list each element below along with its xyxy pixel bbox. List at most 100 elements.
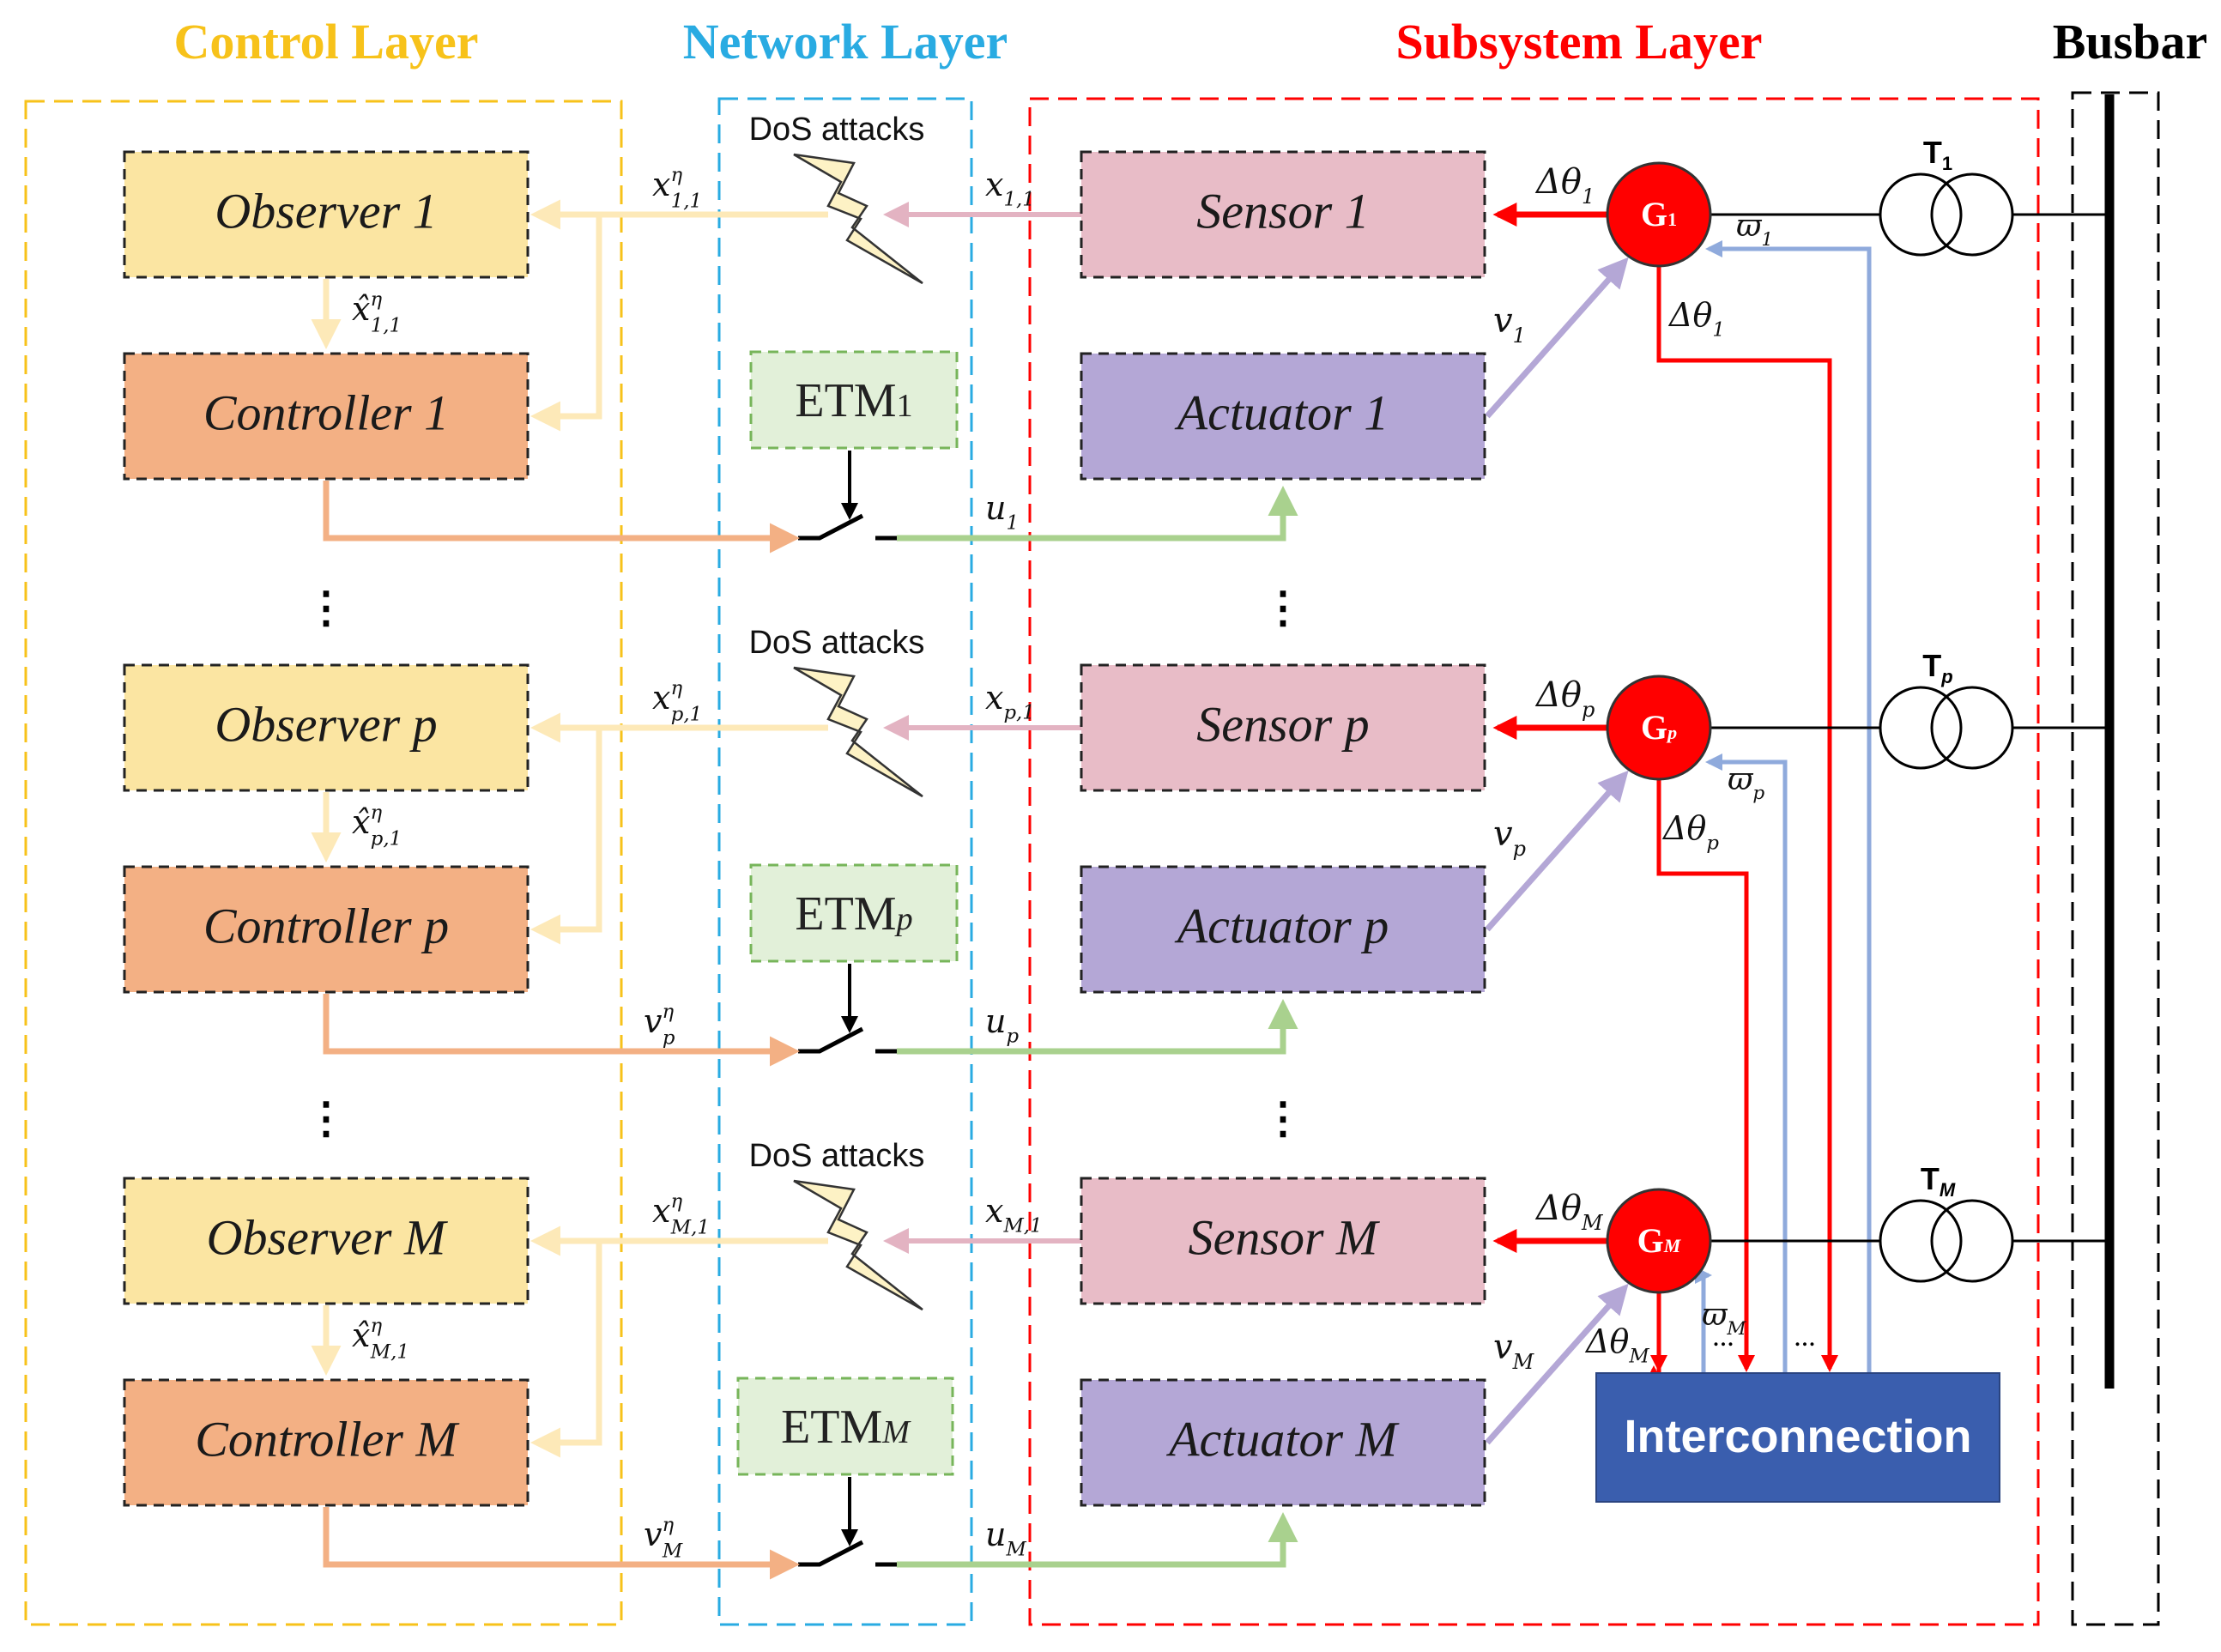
sensor-label: Sensor M [1189,1209,1380,1265]
controller-to-switch-arrow [323,481,800,554]
etm-label: ETMM [781,1401,911,1454]
subsystem-layer-frame [1028,97,2040,1626]
etm-switch [798,1026,864,1054]
generator-label: Gp [1641,708,1677,747]
v-label: vM [1493,1328,1535,1374]
generator-label: GM [1637,1221,1682,1260]
controller-label: Controller M [195,1411,459,1467]
actuator-label: Actuator M [1165,1411,1399,1467]
dtheta-label: ΔθM [1534,1189,1604,1235]
transformer-coil-icon [1930,172,2014,257]
generator-icon [1606,675,1712,781]
actuator-to-generator-arrow [1485,257,1629,419]
etm-box [749,863,959,963]
ellipsis-subsystem-2: ⋮ [1262,1094,1304,1142]
actuator-to-generator-arrow [1485,1283,1629,1445]
generator-label: G1 [1641,195,1677,233]
x-plant-label: x1,1 [985,166,1035,210]
transformer-coil-icon [1879,686,1963,770]
x-plant-label: xp,1 [985,679,1035,723]
sensor-box [1080,663,1486,792]
etm-switch [798,513,864,541]
observer-box [123,1177,530,1305]
network-layer-frame [717,97,973,1626]
control-layer-title: Control Layer [174,14,479,70]
dos-lightning-icon [793,1179,923,1311]
observer-box [123,663,530,792]
switch-to-actuator-arrow [897,999,1298,1055]
omega-to-generator-arrow [1705,753,1788,1373]
observer-label: Observer M [207,1209,448,1265]
transformer-coil-icon [1930,1199,2014,1283]
sensor-label: Sensor 1 [1196,183,1369,239]
generator-icon [1606,1188,1712,1294]
switch-to-actuator-arrow [897,486,1298,542]
dtheta2-label: ΔθM [1584,1322,1649,1367]
transformer-coil-icon [1930,686,2014,770]
actuator-label: Actuator p [1174,898,1389,953]
transformer-coil-icon [1879,172,1963,257]
controller-to-switch-arrow [323,994,800,1067]
sensor-box [1080,1177,1486,1305]
omega-to-generator-arrow [1705,240,1872,1373]
controller-box [123,865,530,994]
u-label: uM [985,1516,1026,1560]
u-label: up [985,1002,1019,1047]
dos-to-controller-arrow [530,215,602,432]
actuator-box [1080,1378,1486,1507]
dos-to-controller-arrow [530,1241,602,1458]
observer-label: Observer 1 [215,183,437,239]
actuator-box [1080,352,1486,481]
dos-attacks-label: DoS attacks [749,1138,925,1174]
interconnection-ellipsis-1: ... [1712,1321,1734,1352]
dos-attacks-label: DoS attacks [749,625,925,661]
sensor-box [1080,150,1486,279]
etm-label: ETMp [795,887,912,941]
dtheta-label: Δθ1 [1534,162,1595,209]
controller-to-switch-arrow [323,1507,800,1580]
ellipsis-control-2: ⋮ [305,1094,348,1142]
omega-label: ϖM [1702,1298,1746,1340]
dos-lightning-icon [793,666,923,798]
omega-to-generator-arrow [1695,1267,1712,1373]
etm-box [749,350,959,450]
network-layer-title: Network Layer [683,14,1008,70]
x-plant-label: xM,1 [985,1192,1043,1237]
actuator-box [1080,865,1486,994]
u-label: u1 [985,489,1019,534]
control-layer-frame [24,100,623,1626]
busbar-frame [2071,91,2160,1626]
dos-to-controller-arrow [530,728,602,945]
sensor-label: Sensor p [1196,696,1369,752]
interconnection-ellipsis-2: ... [1794,1321,1816,1352]
omega-label: ϖp [1728,762,1764,804]
busbar-title: Busbar [2053,14,2208,70]
etm-box [736,1377,954,1476]
generator-icon [1606,161,1712,268]
v-label: v1 [1493,301,1526,348]
controller-box [123,352,530,481]
dtheta2-label: Δθ1 [1667,296,1725,341]
controller-box [123,1378,530,1507]
transformer-label: T1 [1923,135,1952,174]
etm-label: ETM1 [795,374,912,427]
dtheta-to-interconnection-arrow [1656,266,1838,1372]
subsystem-layer-title: Subsystem Layer [1396,14,1763,70]
interconnection-label: Interconnection [1624,1411,1971,1462]
dtheta-label: Δθp [1534,675,1595,722]
etm-switch [798,1540,864,1567]
switch-to-actuator-arrow [897,1512,1298,1568]
transformer-coil-icon [1879,1199,1963,1283]
ellipsis-subsystem-1: ⋮ [1262,584,1304,632]
omega-label: ϖ1 [1736,209,1773,251]
v-label: vp [1493,814,1526,861]
actuator-label: Actuator 1 [1174,384,1389,440]
